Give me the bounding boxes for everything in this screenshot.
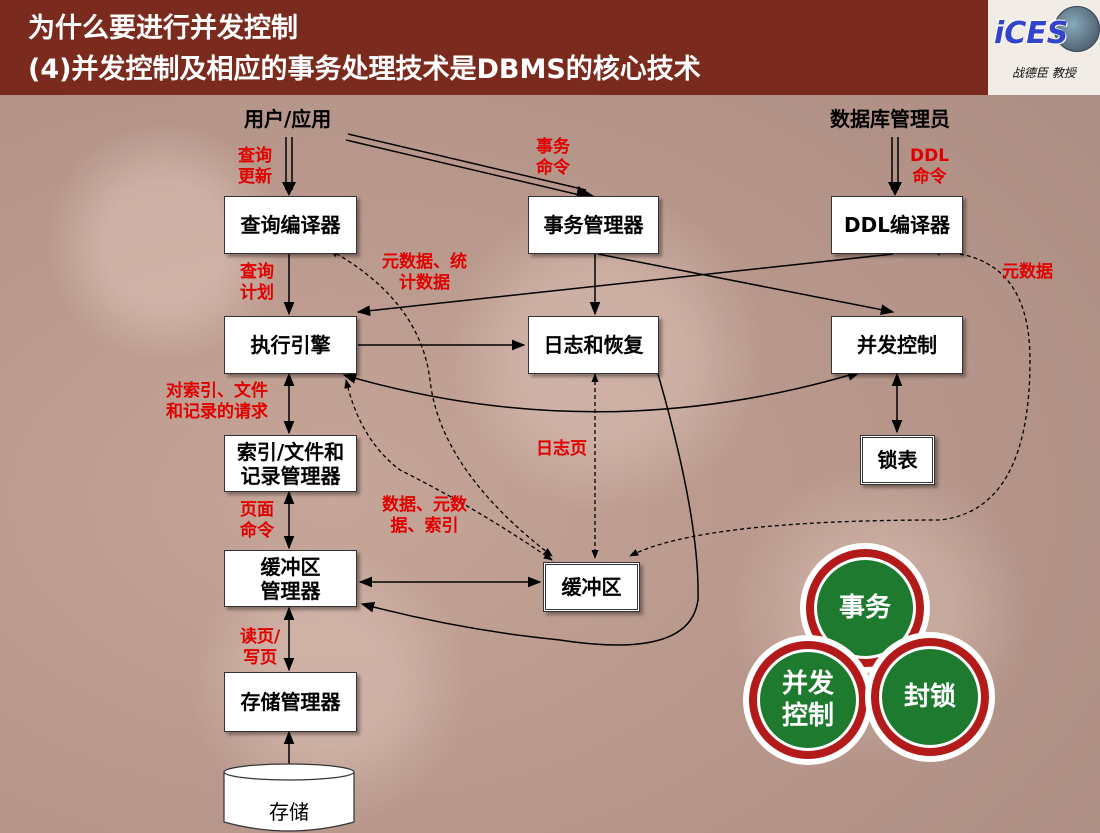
- ices-logo: iCES 战德臣 教授: [988, 2, 1100, 88]
- label-query-update: 查询 更新: [238, 146, 272, 189]
- label-data-meta-l1: 数据、元数: [382, 495, 467, 515]
- buffer-manager-line2: 管理器: [260, 578, 321, 603]
- label-data-meta-l2: 据、索引: [390, 516, 459, 537]
- storage-cylinder: [223, 763, 355, 832]
- label-ddl-cmd: DDL 命令: [910, 146, 949, 189]
- buffer-box: 缓冲区: [543, 562, 640, 612]
- label-page-cmd-l1: 页面: [240, 500, 274, 520]
- label-ddl-cmd-l1: DDL: [910, 146, 950, 166]
- label-query-update-l1: 查询: [238, 146, 272, 166]
- label-query-update-l2: 更新: [238, 167, 272, 188]
- label-meta-stats: 元数据、统 计数据: [382, 252, 467, 295]
- arrow-user-tx: [345, 133, 594, 199]
- label-query-plan-l1: 查询: [240, 262, 274, 282]
- label-read-write: 读页/ 写页: [240, 627, 280, 670]
- index-manager-line2: 记录管理器: [240, 463, 341, 488]
- label-page-cmd-l2: 命令: [240, 521, 274, 542]
- slide-title: 为什么要进行并发控制: [28, 13, 298, 44]
- label-read-write-l2: 写页: [243, 648, 278, 669]
- index-manager-box: 索引/文件和 记录管理器: [224, 435, 357, 492]
- label-requests-l2: 和记录的请求: [166, 402, 268, 423]
- arrow-tx-concurrency: [597, 253, 895, 315]
- storage-label: 存储: [269, 800, 309, 824]
- logo-caption: 战德臣 教授: [1012, 66, 1076, 80]
- tx-manager-box: 事务管理器: [528, 196, 659, 254]
- label-tx-cmd-l2: 命令: [536, 158, 570, 179]
- label-log-page: 日志页: [536, 439, 587, 459]
- label-meta-stats-l1: 元数据、统: [382, 252, 467, 272]
- arrow-dba-ddl: [888, 137, 902, 196]
- ddl-compiler-box: DDL编译器: [831, 196, 963, 254]
- circle-locking: 封锁: [865, 632, 995, 762]
- index-manager-line1: 索引/文件和: [236, 439, 345, 464]
- circle-concurrency-inner: 并发 控制: [757, 649, 859, 751]
- label-tx-cmd: 事务 命令: [536, 137, 570, 180]
- label-query-plan: 查询 计划: [240, 262, 274, 305]
- label-tx-cmd-l1: 事务: [536, 137, 570, 157]
- circle-concurrency-l2: 控制: [781, 701, 834, 731]
- label-requests: 对索引、文件 和记录的请求: [166, 381, 268, 424]
- source-dba: 数据库管理员: [830, 107, 950, 131]
- circle-locking-inner: 封锁: [879, 646, 981, 748]
- lock-table-box: 锁表: [860, 435, 935, 485]
- exec-engine-box: 执行引擎: [224, 316, 357, 374]
- dashed-exec-buffer: [344, 379, 553, 561]
- label-meta-stats-l2: 计数据: [399, 273, 450, 294]
- source-user: 用户/应用: [244, 107, 332, 131]
- dashed-ddl-buffer: [629, 248, 1031, 557]
- slide-subtitle: (4)并发控制及相应的事务处理技术是DBMS的核心技术: [28, 54, 701, 85]
- logo-wordmark: iCES: [994, 16, 1069, 51]
- label-metadata: 元数据: [1002, 262, 1053, 282]
- label-ddl-cmd-l2: 命令: [912, 167, 947, 188]
- arrow-exec-concurrency: [342, 370, 862, 413]
- storage-manager-box: 存储管理器: [224, 672, 357, 732]
- slide-header: 为什么要进行并发控制 (4)并发控制及相应的事务处理技术是DBMS的核心技术: [0, 0, 1100, 95]
- buffer-manager-box: 缓冲区 管理器: [224, 550, 357, 607]
- arrow-user-query: [282, 137, 296, 196]
- buffer-manager-line1: 缓冲区: [260, 554, 321, 579]
- label-read-write-l1: 读页/: [240, 627, 281, 647]
- label-query-plan-l2: 计划: [240, 283, 274, 304]
- circle-concurrency: 并发 控制: [743, 635, 873, 765]
- label-requests-l1: 对索引、文件: [166, 381, 268, 401]
- query-compiler-box: 查询编译器: [224, 196, 357, 254]
- label-data-meta: 数据、元数 据、索引: [382, 495, 467, 538]
- concurrency-box: 并发控制: [831, 316, 963, 374]
- circle-concurrency-l1: 并发: [781, 668, 834, 699]
- log-recovery-box: 日志和恢复: [528, 316, 659, 374]
- label-page-cmd: 页面 命令: [240, 500, 274, 543]
